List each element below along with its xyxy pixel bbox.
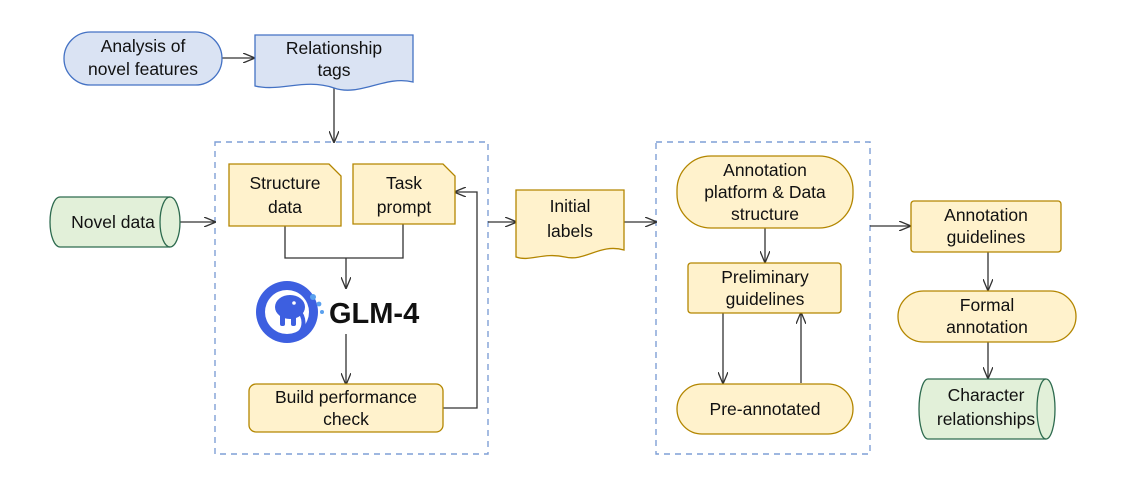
label-line: Initial bbox=[550, 196, 591, 216]
glm-4-logo: GLM-4 bbox=[256, 281, 419, 343]
label-line: novel features bbox=[88, 59, 198, 79]
edge-inputs-merge bbox=[284, 224, 404, 259]
label-line: annotation bbox=[946, 317, 1028, 337]
label-line: Preliminary bbox=[721, 267, 809, 287]
label-line: prompt bbox=[377, 197, 432, 217]
node-build-performance-check: Build performance check bbox=[248, 383, 444, 433]
label-line: labels bbox=[547, 221, 593, 241]
label-line: Task bbox=[386, 173, 422, 193]
node-pre-annotated: Pre-annotated bbox=[676, 383, 854, 435]
label-line: tags bbox=[317, 60, 350, 80]
label-line: Annotation bbox=[944, 205, 1028, 225]
node-initial-labels: Initial labels bbox=[515, 189, 625, 260]
glm-processing-frame bbox=[214, 141, 489, 455]
annotation-process-frame bbox=[655, 141, 871, 455]
label-line: check bbox=[323, 409, 369, 429]
label-line: Build performance bbox=[275, 387, 417, 407]
label-line: structure bbox=[731, 204, 799, 224]
edge-check-feedback-to-prompt bbox=[443, 192, 478, 409]
label-line: Relationship bbox=[286, 38, 382, 58]
node-structure-data: Structure data bbox=[228, 163, 342, 227]
node-relationship-tags: Relationship tags bbox=[254, 34, 414, 91]
node-character-relationships: Character relationships bbox=[918, 378, 1056, 440]
node-analysis-of-novel-features: Analysis of novel features bbox=[63, 31, 223, 86]
label-line: Annotation bbox=[723, 160, 807, 180]
label-line: relationships bbox=[937, 409, 1035, 429]
node-task-prompt: Task prompt bbox=[352, 163, 456, 225]
label-line: guidelines bbox=[947, 227, 1026, 247]
node-preliminary-guidelines: Preliminary guidelines bbox=[687, 262, 842, 314]
label-line: Character bbox=[948, 385, 1025, 405]
label-line: Structure bbox=[250, 173, 321, 193]
label-line: platform & Data bbox=[704, 182, 826, 202]
label-line: Formal bbox=[960, 295, 1014, 315]
node-annotation-platform: Annotation platform & Data structure bbox=[676, 155, 854, 229]
label-line: Novel data bbox=[71, 212, 155, 232]
label-line: guidelines bbox=[726, 289, 805, 309]
glm-4-label: GLM-4 bbox=[329, 298, 419, 330]
label-line: Analysis of bbox=[101, 36, 186, 56]
elephant-logo-icon bbox=[256, 281, 324, 343]
edges bbox=[180, 58, 988, 409]
label-line: Pre-annotated bbox=[710, 399, 821, 419]
node-formal-annotation: Formal annotation bbox=[897, 290, 1077, 343]
node-annotation-guidelines: Annotation guidelines bbox=[910, 200, 1062, 253]
node-novel-data: Novel data bbox=[49, 196, 181, 248]
label-line: data bbox=[268, 197, 302, 217]
